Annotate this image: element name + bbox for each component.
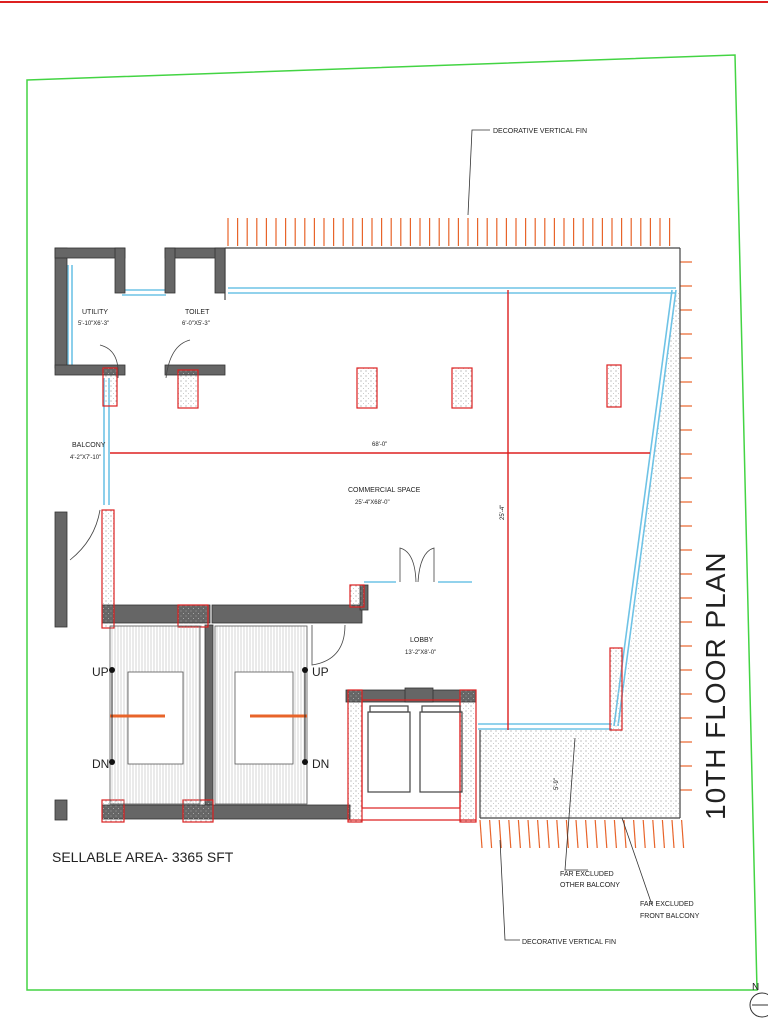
fin-bottom <box>508 819 512 849</box>
fin-bottom <box>633 819 637 849</box>
columns <box>101 364 623 823</box>
doors <box>69 339 435 666</box>
balcony-name: BALCONY <box>72 442 106 449</box>
fin-bottom <box>594 819 598 849</box>
fin-bottom <box>479 819 483 849</box>
far-other-1: FAR EXCLUDED <box>560 871 614 878</box>
fin-bottom <box>537 819 541 849</box>
fins-bottom <box>479 819 685 849</box>
plan-title: 10TH FLOOR PLAN <box>700 551 731 820</box>
far-front-1: FAR EXCLUDED <box>640 901 694 908</box>
fin-bottom <box>585 819 589 849</box>
far-front-2: FRONT BALCONY <box>640 913 700 920</box>
fin-bottom <box>517 819 521 849</box>
stair-dots <box>109 667 308 765</box>
utility-name: UTILITY <box>82 309 108 316</box>
fins-top <box>227 218 671 246</box>
fin-bottom <box>575 819 579 849</box>
fin-bottom <box>642 819 646 849</box>
dim-horizontal: 68'-0" <box>372 442 387 448</box>
far-other-2: OTHER BALCONY <box>560 882 620 889</box>
glazing <box>67 265 677 817</box>
fins-right <box>680 261 692 791</box>
dimension-lines <box>110 290 650 730</box>
commercial-dims: 25'-4"X68'-0" <box>355 500 390 506</box>
leaders <box>467 129 653 941</box>
utility-dims: 5'-10"X6'-3" <box>78 321 109 327</box>
stair-left <box>109 625 201 805</box>
balcony-dims: 4'-2"X7'-10" <box>70 455 101 461</box>
fin-bottom <box>498 819 502 849</box>
fin-bottom <box>613 819 617 849</box>
dim-balcony: 5'-9" <box>554 778 560 790</box>
stair-right-dn: DN <box>312 757 329 771</box>
stair-left-dn: DN <box>92 757 109 771</box>
dim-vertical: 25'-4" <box>500 505 506 520</box>
sheet-border <box>26 54 758 991</box>
fin-bottom <box>546 819 550 849</box>
sellable-area: SELLABLE AREA- 3365 SFT <box>52 849 234 865</box>
stair-right <box>214 625 308 805</box>
stair-left-up: UP <box>92 665 109 679</box>
fin-bottom <box>556 819 560 849</box>
fin-bottom <box>671 819 675 849</box>
front-balcony-hatch <box>600 290 680 818</box>
north-arrow-icon: N <box>749 982 768 1018</box>
toilet-dims: 6'-0"X5'-3" <box>182 321 210 327</box>
lift-shafts <box>348 699 476 821</box>
lobby-name: LOBBY <box>410 637 434 644</box>
stair-right-up: UP <box>312 665 329 679</box>
fin-bottom <box>527 819 531 849</box>
fin-bottom <box>652 819 656 849</box>
labels: DECORATIVE VERTICAL FIN DECORATIVE VERTI… <box>52 128 700 946</box>
lobby-dims: 13'-2"X8'-0" <box>405 650 436 656</box>
fin-bottom <box>604 819 608 849</box>
fin-top-label: DECORATIVE VERTICAL FIN <box>493 128 587 135</box>
fin-bottom <box>489 819 493 849</box>
commercial-name: COMMERCIAL SPACE <box>348 487 421 494</box>
fin-bottom <box>681 819 685 849</box>
north-label: N <box>752 982 759 993</box>
fin-bottom <box>661 819 665 849</box>
fin-bottom-label: DECORATIVE VERTICAL FIN <box>522 939 616 946</box>
other-balcony-hatch <box>480 730 620 818</box>
toilet-name: TOILET <box>185 309 210 316</box>
